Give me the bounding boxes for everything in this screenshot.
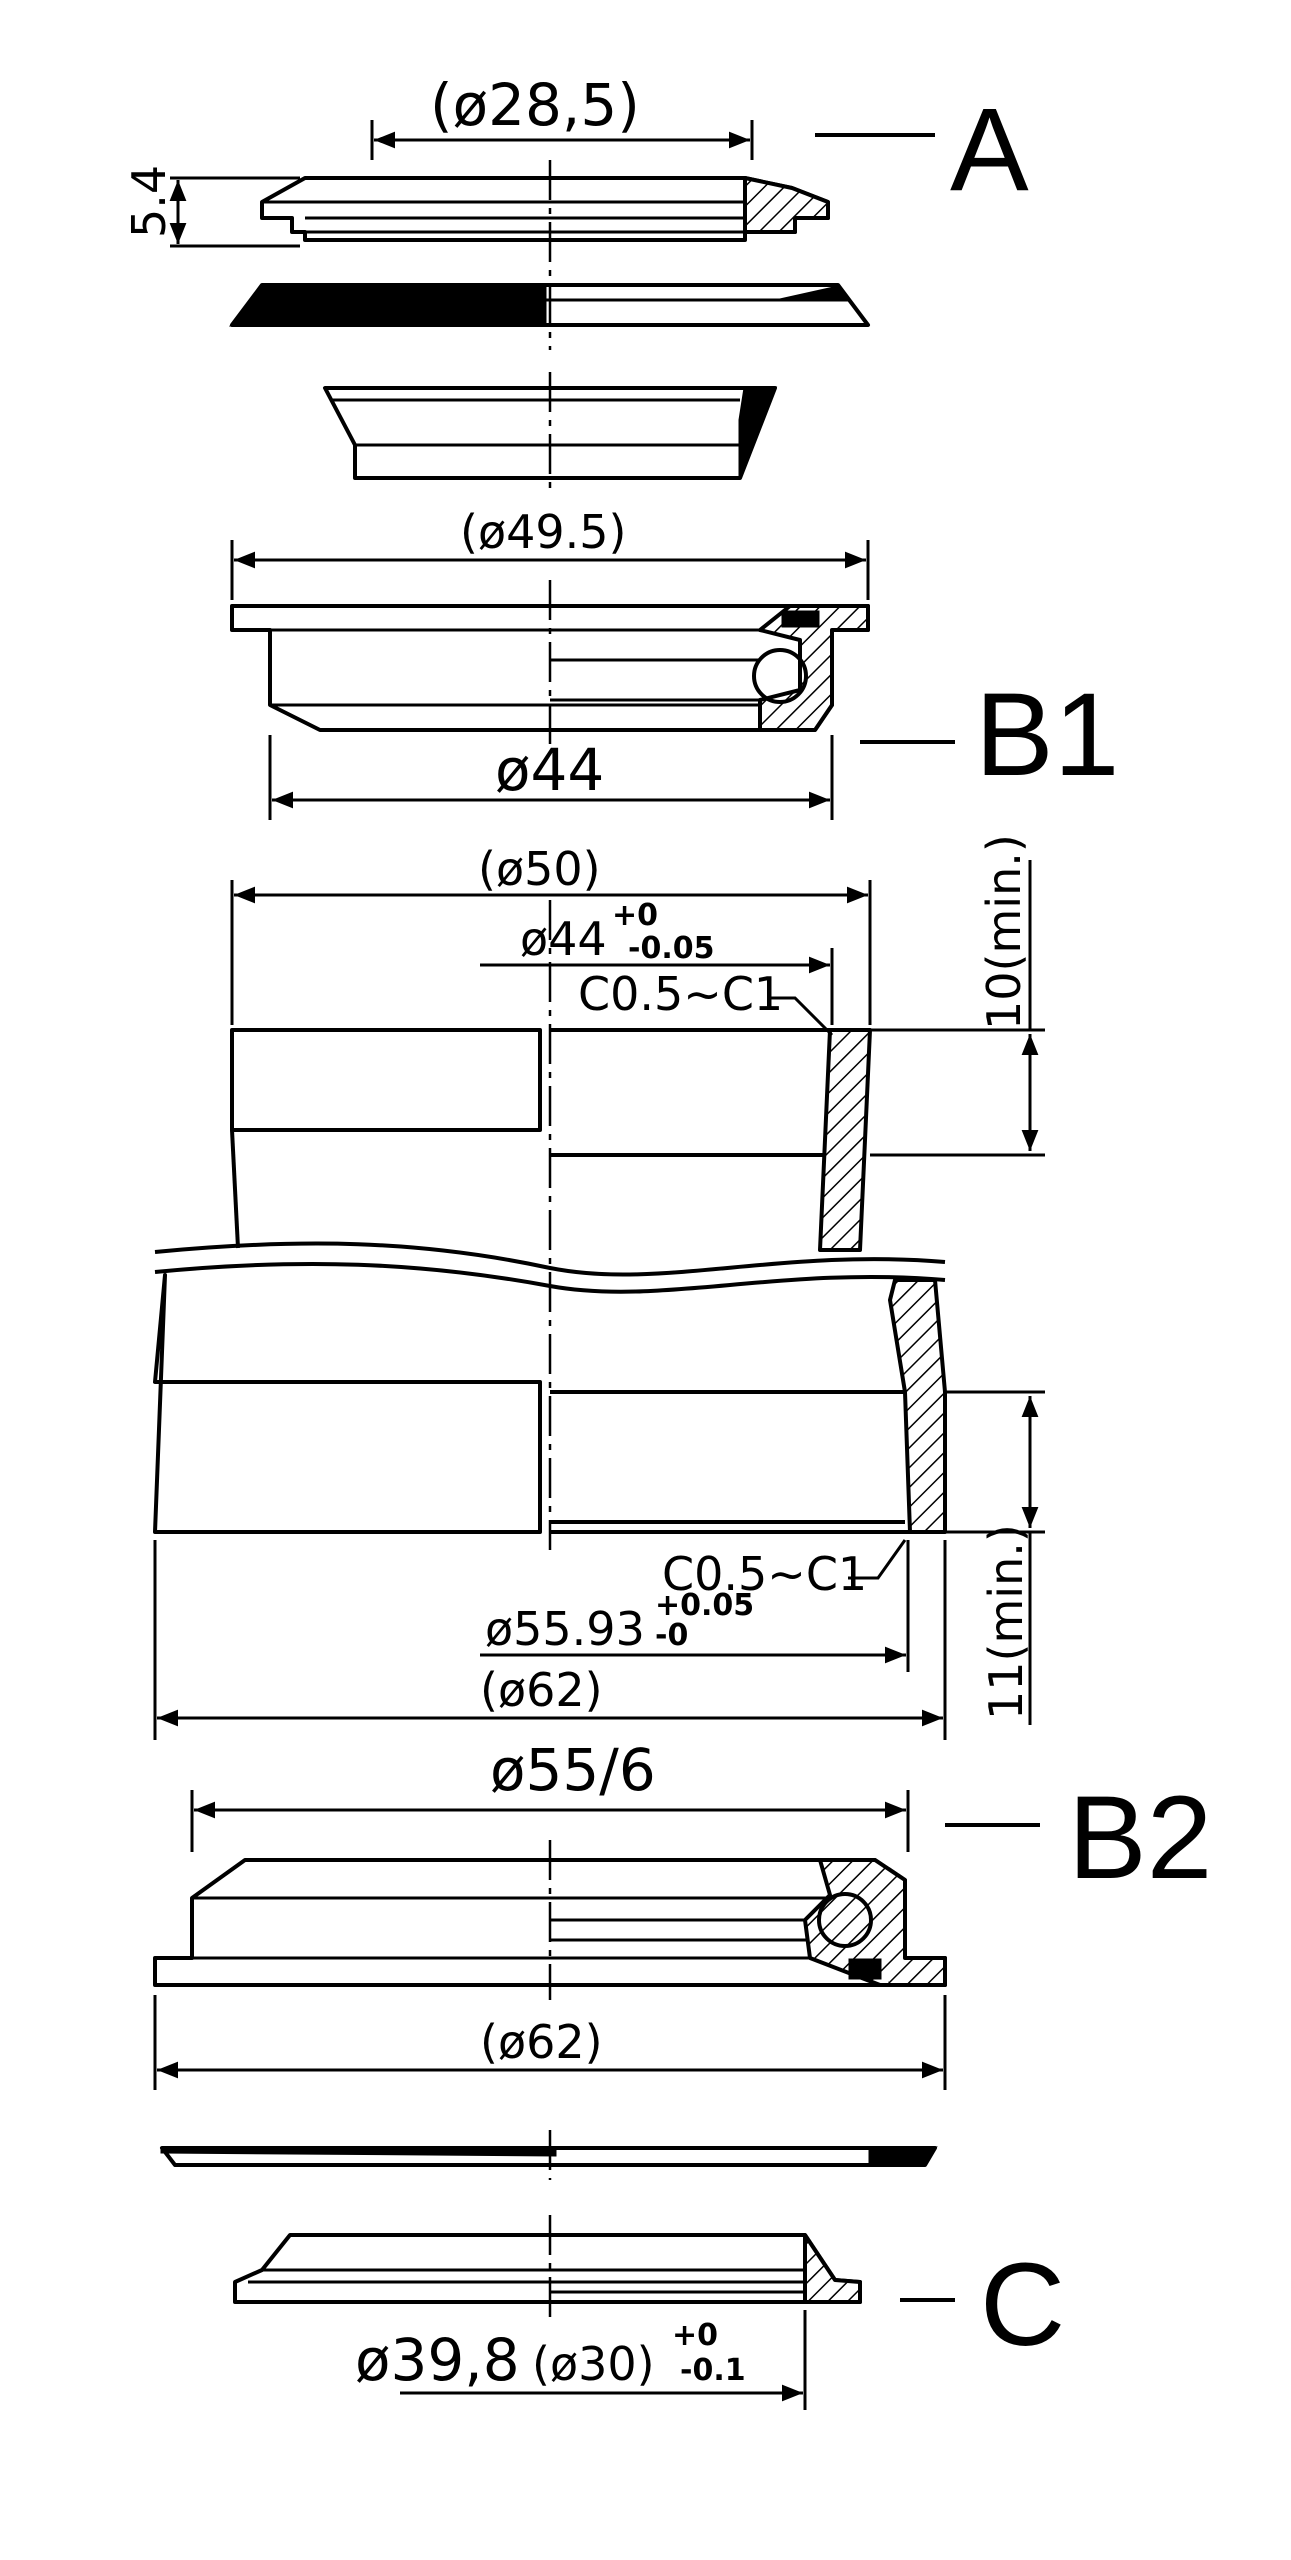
bearing-ball-icon [752, 648, 808, 704]
dim-c-tol-lower: -0.1 [680, 2353, 746, 2388]
dimension-lines [153, 120, 1045, 2410]
dim-b2-flange: (ø62) [480, 2015, 603, 2069]
part-label-a: A [950, 84, 1029, 216]
dim-top-height: 5.4 [122, 165, 176, 238]
dim-head-top-bore: ø44 [520, 912, 607, 966]
dim-c-tol-upper: +0 [672, 2318, 718, 2353]
dim-head-top-od: (ø50) [478, 842, 601, 896]
dim-head-bottom-od: (ø62) [480, 1663, 603, 1717]
part-a-top-cap [229, 160, 870, 350]
dim-b1-od: ø44 [495, 736, 604, 804]
part-b2-lower-bearing [153, 1840, 947, 2000]
dim-depth-bottom: 11(min.) [979, 1524, 1033, 1720]
dim-chamfer-bottom: C0.5~C1 [662, 1547, 867, 1601]
crown-race-upper [323, 372, 778, 490]
lower-spacer [160, 2130, 938, 2180]
dim-c-od: ø39,8 [355, 2326, 520, 2394]
dim-head-top-tol-upper: +0 [612, 898, 658, 933]
dim-head-top-tol-lower: -0.05 [628, 931, 714, 966]
dim-head-bottom-tol-lower: -0 [655, 1618, 688, 1653]
part-b1-upper-bearing [230, 580, 870, 750]
bearing-ball-icon-lower [817, 1892, 873, 1948]
dim-head-bottom-bore: ø55.93 [485, 1602, 645, 1656]
dim-top-bore: (ø28,5) [430, 71, 640, 139]
head-tube-section [153, 900, 947, 1550]
part-c-crown-race [233, 2215, 862, 2320]
dim-b2-bore: ø55/6 [490, 1736, 656, 1804]
dim-c-bore: (ø30) [532, 2337, 655, 2391]
dim-depth-top: 10(min.) [977, 834, 1031, 1030]
part-label-b1: B1 [975, 669, 1119, 801]
part-label-b2: B2 [1068, 1772, 1212, 1904]
dim-b1-flange: (ø49.5) [460, 505, 626, 559]
dim-chamfer-top: C0.5~C1 [578, 967, 783, 1021]
dim-head-bottom-tol-upper: +0.05 [655, 1588, 754, 1623]
part-label-c: C [980, 2239, 1065, 2371]
